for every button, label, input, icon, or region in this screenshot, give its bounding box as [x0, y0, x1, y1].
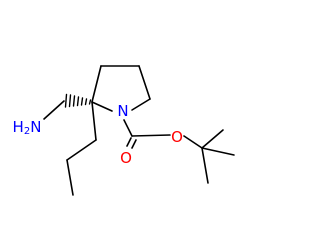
bond-n1-c2 [91, 101, 113, 112]
bond-c2-propyl1 [91, 101, 97, 141]
bond-tbu-methyl-top [201, 129, 224, 149]
bond-propyl1-propyl2 [66, 139, 97, 161]
bond-tbu-methyl-bottom [201, 147, 209, 184]
nitrogen-label: N [117, 102, 128, 120]
bond-c4-c5 [138, 65, 151, 100]
amine-label: H2N [13, 118, 42, 137]
carbonyl-oxygen-label: O [120, 149, 132, 167]
hashed-wedge-bond [64, 93, 92, 108]
bond-n1-carbonyl [123, 119, 133, 137]
bond-c2-c3 [91, 65, 102, 103]
bond-propyl2-propyl3 [66, 159, 74, 196]
bond-carbonyl-o-double-a [126, 137, 132, 147]
bond-carbonyl-oester [131, 134, 171, 137]
bond-carbonyl-o-double-b [131, 139, 137, 149]
ester-oxygen-label: O [171, 128, 183, 146]
molecule-diagram: N H2N O O [12, 65, 235, 196]
bond-c5-n1 [131, 98, 151, 111]
bond-tbu-methyl-right [201, 147, 235, 156]
structure-drawing: N H2N O O [13, 65, 235, 196]
bond-oester-tbu [183, 135, 203, 149]
bond-ch2-nh2 [43, 100, 65, 120]
